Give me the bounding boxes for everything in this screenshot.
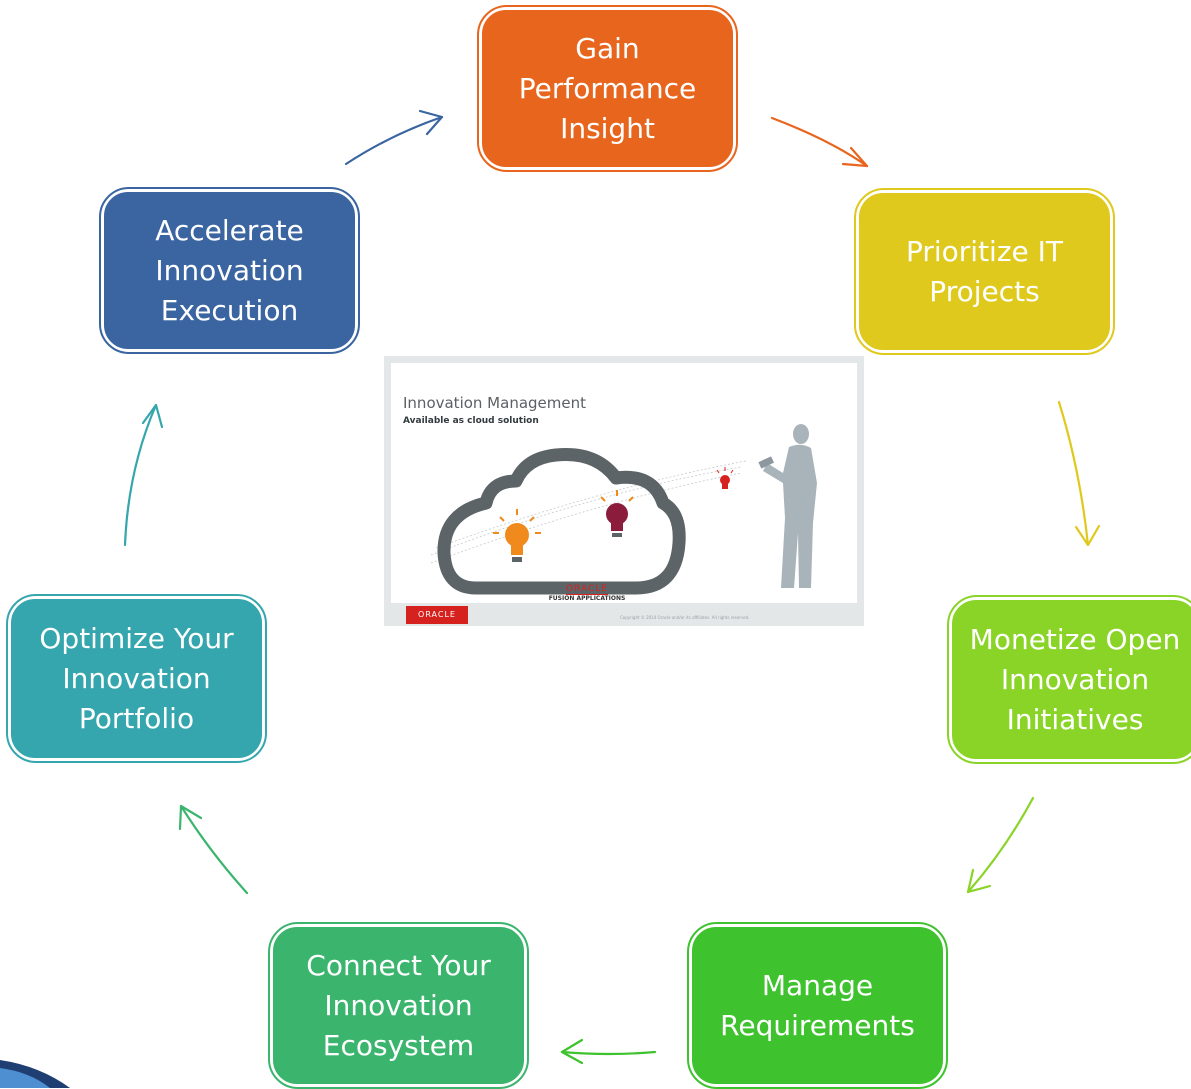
cloud-icon bbox=[437, 447, 686, 595]
node-monetize-open-innovation: Monetize Open Innovation Initiatives bbox=[947, 595, 1191, 764]
node-connect-innovation-ecosystem: Connect Your Innovation Ecosystem bbox=[268, 922, 529, 1089]
arrow-accelerate-to-gain bbox=[344, 115, 444, 166]
fusion-product: FUSION APPLICATIONS bbox=[548, 595, 626, 602]
arrow-connect-to-optimize bbox=[179, 804, 249, 895]
arrowhead bbox=[560, 1038, 584, 1065]
person-silhouette bbox=[758, 424, 817, 588]
slide-title: Innovation Management bbox=[403, 394, 586, 412]
node-optimize-innovation-portfolio: Optimize Your Innovation Portfolio bbox=[6, 594, 267, 763]
node-accelerate-innovation-execution: Accelerate Innovation Execution bbox=[99, 187, 360, 354]
arrow-prioritize-to-monetize bbox=[1057, 400, 1090, 547]
innovation-management-slide: Innovation Management Available as cloud… bbox=[384, 356, 864, 626]
node-label: Monetize Open Innovation Initiatives bbox=[969, 622, 1181, 736]
slide-subtitle: Available as cloud solution bbox=[403, 416, 539, 426]
arrow-manage-to-connect bbox=[560, 1050, 657, 1056]
oracle-brand: ORACLE bbox=[566, 584, 608, 595]
node-prioritize-it-projects: Prioritize IT Projects bbox=[854, 188, 1115, 355]
node-gain-performance-insight: Gain Performance Insight bbox=[477, 5, 738, 172]
node-manage-requirements: Manage Requirements bbox=[687, 922, 948, 1089]
bulb-red-icon bbox=[716, 467, 734, 489]
arrow-optimize-to-accelerate bbox=[123, 403, 158, 547]
cloud-illustration bbox=[430, 424, 817, 595]
node-label: Optimize Your Innovation Portfolio bbox=[39, 621, 234, 735]
arrowhead bbox=[418, 109, 444, 136]
arrowhead bbox=[841, 146, 869, 168]
node-label: Accelerate Innovation Execution bbox=[155, 213, 304, 327]
arrow-monetize-to-manage bbox=[966, 796, 1035, 894]
node-label: Connect Your Innovation Ecosystem bbox=[306, 948, 491, 1062]
oracle-logo: ORACLE bbox=[406, 606, 468, 624]
slide-canvas: Innovation Management Available as cloud… bbox=[391, 363, 857, 603]
arrowhead bbox=[966, 868, 992, 894]
bulb-maroon-icon bbox=[600, 490, 634, 537]
slide-footer: ORACLE Copyright © 2014 Oracle and/or it… bbox=[384, 604, 864, 626]
node-label: Manage Requirements bbox=[720, 968, 915, 1042]
oracle-fusion-badge: ORACLE FUSION APPLICATIONS bbox=[540, 576, 634, 602]
arrowhead bbox=[141, 403, 164, 429]
arrowhead bbox=[178, 804, 203, 831]
arrow-gain-to-prioritize bbox=[770, 116, 869, 168]
bulb-orange-icon bbox=[493, 509, 541, 562]
corner-swoosh bbox=[0, 1060, 70, 1088]
arrowhead bbox=[1074, 524, 1101, 547]
node-label: Prioritize IT Projects bbox=[905, 234, 1064, 308]
node-label: Gain Performance Insight bbox=[518, 31, 697, 145]
slide-copyright: Copyright © 2014 Oracle and/or its affil… bbox=[620, 615, 750, 620]
